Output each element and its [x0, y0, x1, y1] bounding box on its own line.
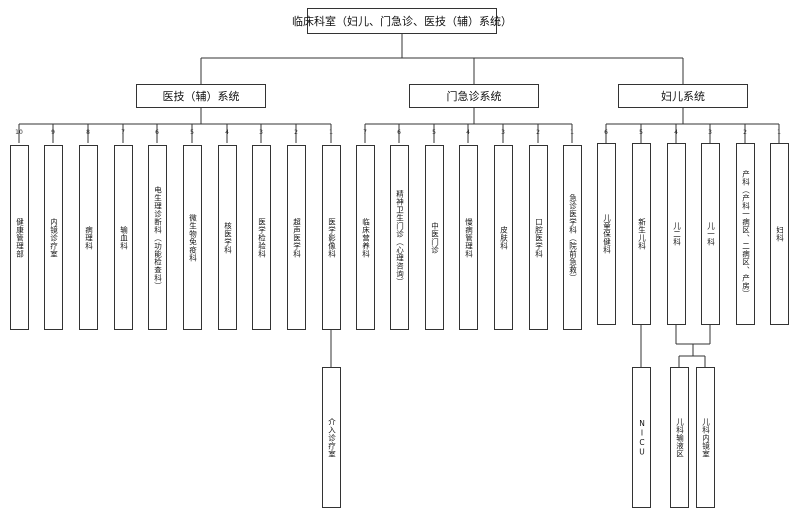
menji-item-4-label: 慢病管理科: [464, 217, 474, 258]
group-yiji: 医技（辅）系统: [136, 84, 266, 108]
fuer-item-3: 儿一科: [701, 143, 720, 325]
group-menji: 门急诊系统: [409, 84, 539, 108]
root-node: 临床科室（妇儿、门急诊、医技（辅）系统）: [292, 8, 512, 34]
yiji-item-1: 医学影像科: [322, 145, 341, 330]
yiji-num-4: 4: [225, 129, 229, 136]
menji-item-4: 慢病管理科: [459, 145, 478, 330]
menji-item-3: 皮肤科: [494, 145, 513, 330]
yiji-item-7: 输血科: [114, 145, 133, 330]
menji-num-3: 3: [501, 129, 505, 136]
menji-item-6: 精神卫生门诊（心理咨询）: [390, 145, 409, 330]
menji-item-7: 临床营养科: [356, 145, 375, 330]
root-label: 临床科室（妇儿、门急诊、医技（辅）系统）: [292, 15, 512, 28]
yiji-num-1: 1: [329, 129, 333, 136]
menji-item-1: 急诊医学科（院前急救）: [563, 145, 582, 330]
fuer-item-6: 儿童保健科: [597, 143, 616, 325]
group-yiji-title: 医技（辅）系统: [162, 90, 240, 103]
yiji-num-7: 7: [121, 129, 125, 136]
fuer-num-5: 5: [639, 129, 643, 136]
yiji-item-4: 核医学科: [218, 145, 237, 330]
menji-item-6-label: 精神卫生门诊（心理咨询）: [395, 189, 405, 286]
yiji-item-2-label: 超声医学科: [292, 217, 302, 258]
menji-item-1-label: 急诊医学科（院前急救）: [568, 193, 578, 282]
yiji-item-3: 医学检验科: [252, 145, 271, 330]
group-fuer-title: 妇儿系统: [661, 90, 705, 103]
group-fuer: 妇儿系统: [618, 84, 748, 108]
menji-num-7: 7: [363, 129, 367, 136]
menji-num-4: 4: [466, 129, 470, 136]
fuer-item-1-label: 妇科: [775, 226, 785, 242]
fuer-sub-infusion: 儿科输液区: [670, 367, 689, 508]
yiji-item-10-label: 健康管理部: [15, 217, 25, 258]
fuer-num-3: 3: [708, 129, 712, 136]
menji-num-5: 5: [432, 129, 436, 136]
yiji-item-8: 病理科: [79, 145, 98, 330]
menji-item-5-label: 中医门诊: [430, 221, 440, 254]
fuer-item-4: 儿二科: [667, 143, 686, 325]
fuer-item-5: 新生儿科: [632, 143, 651, 325]
fuer-sub-endoscopy: 儿科内镜室: [696, 367, 715, 508]
fuer-item-3-label: 儿一科: [706, 222, 716, 246]
yiji-num-5: 5: [190, 129, 194, 136]
yiji-item-3-label: 医学检验科: [257, 217, 267, 258]
fuer-sub-nicu: NICU: [632, 367, 651, 508]
yiji-num-6: 6: [155, 129, 159, 136]
fuer-num-1: 1: [777, 129, 781, 136]
yiji-item-7-label: 输血科: [119, 225, 129, 250]
fuer-item-5-label: 新生儿科: [637, 218, 647, 250]
yiji-item-1-label: 医学影像科: [327, 217, 337, 258]
menji-num-6: 6: [397, 129, 401, 136]
fuer-sub-infusion-label: 儿科输液区: [675, 417, 685, 458]
yiji-item-5: 微生物免疫科: [183, 145, 202, 330]
yiji-sub-interventional: 介入诊疗室: [322, 367, 341, 508]
yiji-item-6: 电生理诊断科（功能检查科）: [148, 145, 167, 330]
yiji-num-2: 2: [294, 129, 298, 136]
fuer-item-4-label: 儿二科: [672, 222, 682, 246]
fuer-item-2-label: 产科（产科一病区、二病区、产房）: [741, 170, 751, 298]
fuer-item-2: 产科（产科一病区、二病区、产房）: [736, 143, 755, 325]
fuer-sub-nicu-label: NICU: [637, 418, 647, 457]
group-menji-title: 门急诊系统: [446, 90, 502, 103]
yiji-item-8-label: 病理科: [84, 225, 94, 250]
yiji-item-9: 内镜诊疗室: [44, 145, 63, 330]
fuer-num-4: 4: [674, 129, 678, 136]
fuer-num-2: 2: [743, 129, 747, 136]
yiji-item-6-label: 电生理诊断科（功能检查科）: [153, 185, 163, 290]
yiji-item-5-label: 微生物免疫科: [188, 213, 198, 262]
fuer-sub-endoscopy-label: 儿科内镜室: [701, 417, 711, 458]
yiji-num-9: 9: [51, 129, 55, 136]
menji-item-2-label: 口腔医学科: [534, 217, 544, 258]
menji-item-3-label: 皮肤科: [499, 225, 509, 250]
yiji-num-8: 8: [86, 129, 90, 136]
yiji-num-10: 10: [15, 129, 23, 136]
menji-num-1: 1: [570, 129, 574, 136]
fuer-item-1: 妇科: [770, 143, 789, 325]
yiji-item-10: 健康管理部: [10, 145, 29, 330]
yiji-num-3: 3: [259, 129, 263, 136]
yiji-item-9-label: 内镜诊疗室: [49, 217, 59, 258]
fuer-num-6: 6: [604, 129, 608, 136]
menji-item-2: 口腔医学科: [529, 145, 548, 330]
fuer-item-6-label: 儿童保健科: [602, 214, 612, 254]
yiji-sub-label: 介入诊疗室: [327, 417, 337, 458]
menji-item-5: 中医门诊: [425, 145, 444, 330]
yiji-item-2: 超声医学科: [287, 145, 306, 330]
yiji-item-4-label: 核医学科: [223, 221, 233, 254]
menji-num-2: 2: [536, 129, 540, 136]
menji-item-7-label: 临床营养科: [361, 217, 371, 258]
